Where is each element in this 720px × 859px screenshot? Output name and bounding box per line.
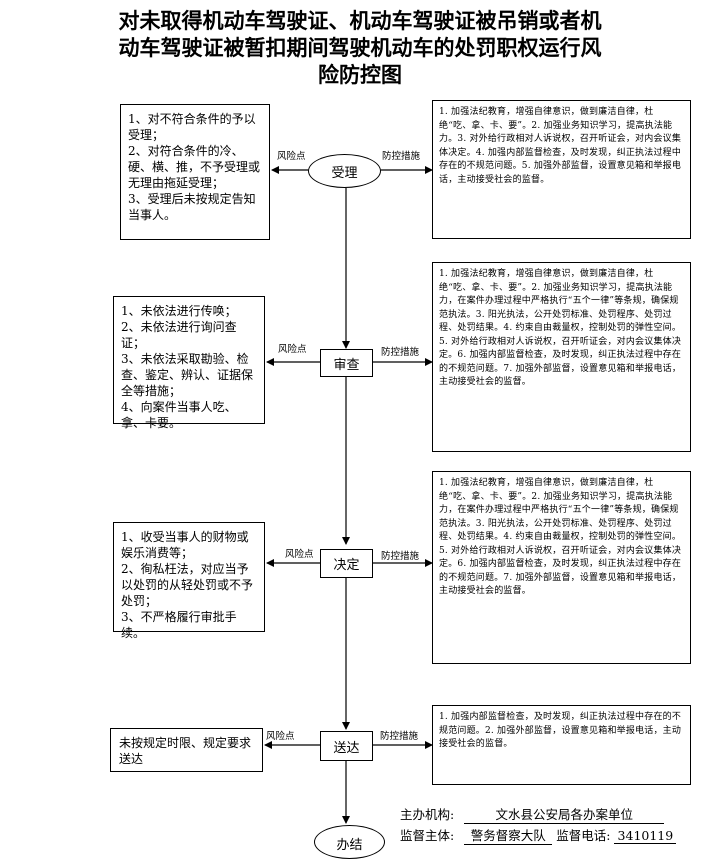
organizer-value: 文水县公安局各办案单位 (464, 804, 665, 824)
supervisor-label: 监督主体: (400, 828, 455, 843)
step-decide: 决定 (320, 549, 373, 578)
control-measures-label: 防控措施 (382, 151, 421, 162)
risk-box-accept: 1、对不符合条件的予以受理； 2、对符合条件的冷、硬、横、推，不予受理或无理由拖… (120, 104, 270, 240)
supervisor-value: 警务督察大队 (464, 825, 553, 845)
control-box-review: 1. 加强法纪教育，增强自律意识，做到廉洁自律，杜绝“吃、拿、卡、要”。2. 加… (432, 262, 691, 452)
control-measures-label: 防控措施 (381, 347, 420, 358)
step-accept: 受理 (308, 154, 381, 188)
control-box-decide: 1. 加强法纪教育，增强自律意识，做到廉洁自律，杜绝“吃、拿、卡、要”。2. 加… (432, 471, 691, 664)
risk-box-decide: 1、收受当事人的财物或娱乐消费等； 2、徇私枉法，对应当予以处罚的从轻处罚或不予… (113, 522, 265, 640)
control-box-deliver: 1. 加强内部监督检查，及时发现，纠正执法过程中存在的不规范问题。2. 加强外部… (432, 705, 691, 785)
diagram-title: 对未取得机动车驾驶证、机动车驾驶证被吊销或者机 动车驾驶证被暂扣期间驾驶机动车的… (20, 8, 700, 89)
organizer-label: 主办机构: (400, 807, 455, 822)
risk-box-review: 1、未依法进行传唤； 2、未依法进行询问查证； 3、未依法采取勘验、检查、鉴定、… (113, 296, 265, 430)
title-line-2: 动车驾驶证被暂扣期间驾驶机动车的处罚职权运行风 (118, 36, 602, 60)
risk-point-label: 风险点 (277, 151, 306, 162)
risk-point-label: 风险点 (266, 731, 295, 742)
footer-supervisor: 监督主体: 警务督察大队 监督电话: 3410119 (400, 825, 677, 845)
footer-organizer: 主办机构: 文水县公安局各办案单位 (400, 804, 665, 824)
step-review: 审查 (320, 349, 373, 377)
risk-point-label: 风险点 (278, 344, 307, 355)
risk-box-deliver: 未按规定时限、规定要求送达 (110, 728, 263, 772)
control-box-accept: 1. 加强法纪教育，增强自律意识，做到廉洁自律，杜绝“吃、拿、卡、要”。2. 加… (432, 100, 691, 239)
risk-point-label: 风险点 (285, 549, 314, 560)
phone-value: 3410119 (614, 828, 677, 844)
phone-label: 监督电话: (556, 828, 611, 843)
title-line-1: 对未取得机动车驾驶证、机动车驾驶证被吊销或者机 (118, 9, 602, 33)
step-end: 办结 (314, 825, 385, 859)
step-deliver: 送达 (320, 731, 373, 761)
control-measures-label: 防控措施 (381, 551, 420, 562)
title-line-3: 险防控图 (318, 63, 402, 87)
control-measures-label: 防控措施 (380, 731, 419, 742)
